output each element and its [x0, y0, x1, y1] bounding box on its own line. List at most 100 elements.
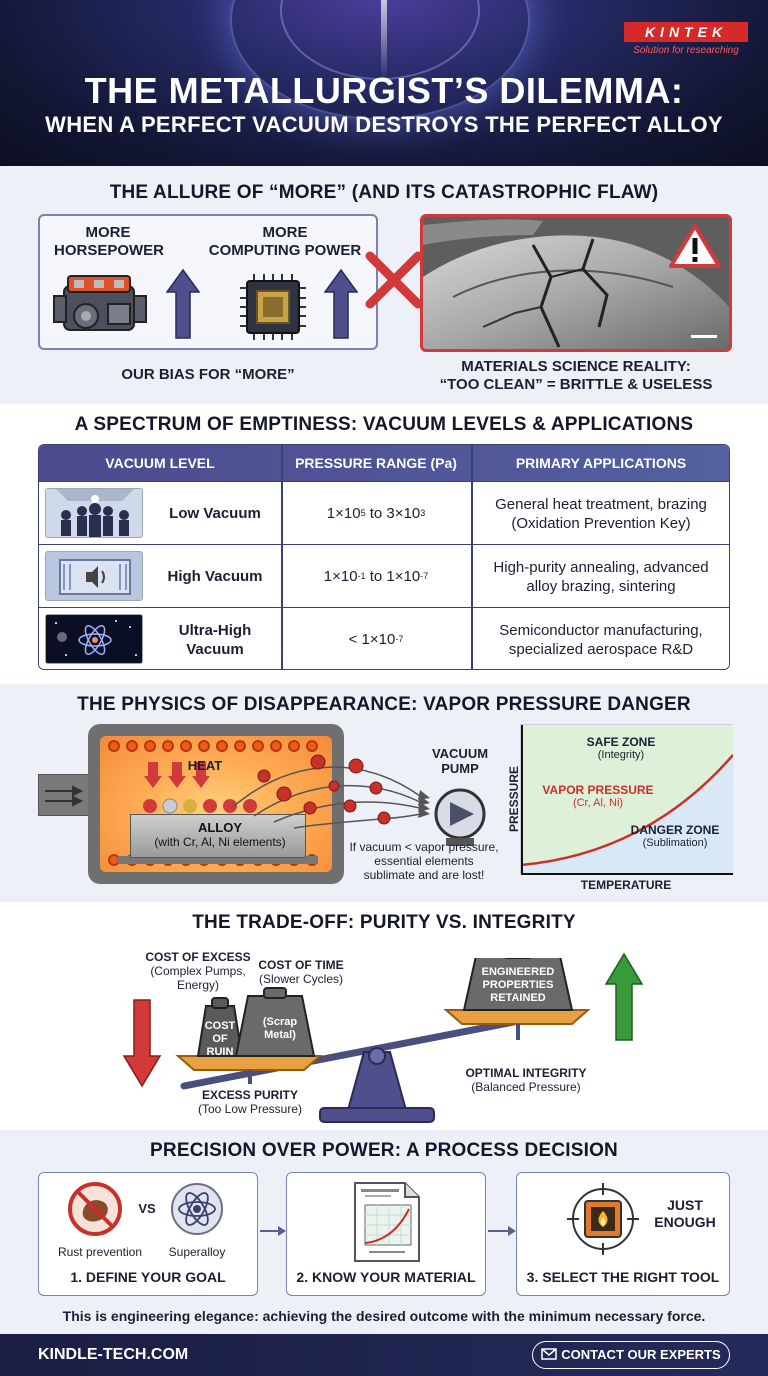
heating-element — [234, 740, 246, 752]
website-link[interactable]: KINDLE-TECH.COM — [38, 1346, 189, 1363]
heating-element — [306, 740, 318, 752]
just-enough-line: ENOUGH — [654, 1214, 716, 1230]
more-horsepower-label: MORE HORSEPOWER — [54, 224, 164, 260]
no-rust-icon — [68, 1182, 122, 1236]
level-line: Vacuum — [186, 640, 244, 658]
up-arrow-icon — [166, 268, 200, 339]
targeted-furnace-icon — [567, 1183, 639, 1255]
application-high: High-purity annealing, advanced alloy br… — [471, 545, 729, 608]
vacuum-level-low: Low Vacuum — [169, 505, 261, 522]
graph-ylabel: PRESSURE — [507, 765, 521, 833]
col-vacuum-level: VACUUM LEVEL — [105, 455, 215, 471]
vacuum-level-high: High Vacuum — [167, 568, 263, 585]
pressure-ultra: < 1×10-7 — [281, 608, 471, 669]
vacuum-pump-icon — [434, 788, 486, 846]
superalloy-label: Superalloy — [168, 1245, 226, 1259]
just-enough-label: JUST ENOUGH — [647, 1197, 723, 1231]
atom-space-icon — [45, 614, 143, 664]
vapor-pressure-sublabel: (Cr, Al, Ni) — [572, 797, 624, 809]
contact-experts-label: CONTACT OUR EXPERTS — [561, 1347, 721, 1362]
page-title: THE METALLURGIST’S DILEMMA: — [84, 70, 684, 111]
cost-ruin-weight: COST OF RUIN — [198, 1020, 242, 1059]
pressure-text: to 1×10 — [365, 568, 421, 585]
pump-label-line: VACUUM — [431, 746, 489, 761]
vacuum-levels-table: VACUUM LEVEL PRESSURE RANGE (Pa) PRIMARY… — [38, 444, 730, 670]
heating-element — [216, 740, 228, 752]
tagline: This is engineering elegance: achieving … — [62, 1308, 706, 1324]
scrap-metal-weight: (Scrap Metal) — [250, 1016, 310, 1042]
excess-purity-label: EXCESS PURITY — [201, 1088, 299, 1102]
engineered-properties-weight: ENGINEERED PROPERTIES RETAINED — [476, 966, 560, 1005]
table-row: Ultra-High Vacuum < 1×10-7 Semiconductor… — [39, 607, 729, 669]
heat-label: HEAT — [187, 758, 223, 773]
vapor-pressure-label: VAPOR PRESSURE — [542, 783, 654, 797]
vapor-note: If vacuum < vapor pressure, essential el… — [332, 840, 516, 882]
reality-caption-line2: “TOO CLEAN” = BRITTLE & USELESS — [439, 376, 713, 393]
step-know-material: 2. KNOW YOUR MATERIAL — [286, 1172, 486, 1296]
zone-chart — [520, 725, 734, 875]
heating-element — [198, 740, 210, 752]
vapor-pressure-graph: SAFE ZONE (Integrity) VAPOR PRESSURE (Cr… — [520, 724, 734, 875]
application-line: specialized aerospace R&D — [508, 640, 694, 658]
application-line: Semiconductor manufacturing, — [499, 621, 703, 639]
cost-time-sublabel: (Slower Cycles) — [258, 972, 343, 986]
table-header: VACUUM LEVEL PRESSURE RANGE (Pa) PRIMARY… — [39, 445, 729, 481]
furnace-interior — [100, 736, 332, 872]
excess-purity-sublabel: (Too Low Pressure) — [197, 1102, 303, 1116]
danger-zone-sublabel: (Sublimation) — [642, 837, 708, 849]
step-arrow-icon — [260, 1226, 286, 1236]
cost-excess-sublabel2: Energy) — [176, 978, 220, 992]
exponent: -7 — [420, 571, 429, 581]
weight-text: (Scrap — [262, 1016, 298, 1028]
contact-experts-button[interactable]: CONTACT OUR EXPERTS — [532, 1341, 730, 1369]
more-panel: MORE HORSEPOWER MORE COMPUTING POWER — [38, 214, 378, 350]
energy-beam — [381, 0, 387, 80]
heating-element — [108, 740, 120, 752]
furnace-inlet — [38, 774, 90, 816]
physics-section: THE PHYSICS OF DISAPPEARANCE: VAPOR PRES… — [0, 684, 768, 902]
weight-text: RETAINED — [490, 992, 546, 1004]
column-divider — [471, 445, 473, 669]
pressure-text: 1×10 — [326, 505, 361, 522]
application-ultra: Semiconductor manufacturing, specialized… — [471, 608, 729, 669]
up-arrow-green-icon — [604, 952, 644, 1041]
note-line: If vacuum < vapor pressure, — [349, 840, 499, 854]
more-label-line: MORE — [262, 224, 308, 241]
more-label-line: MORE — [85, 224, 131, 241]
exponent: -7 — [395, 634, 404, 644]
step2-title: 2. KNOW YOUR MATERIAL — [296, 1269, 476, 1285]
application-line: alloy brazing, sintering — [526, 577, 676, 595]
cost-excess-label: COST OF EXCESS — [145, 950, 251, 964]
more-computing-label: MORE COMPUTING POWER — [200, 224, 370, 260]
graph-xlabel: TEMPERATURE — [580, 878, 672, 892]
kintek-logo[interactable]: KINTEK Solution for researching — [624, 22, 748, 58]
weight-text: OF RUIN — [206, 1033, 234, 1058]
sublimation-flow — [233, 754, 430, 829]
step-select-tool: JUST ENOUGH 3. SELECT THE RIGHT TOOL — [516, 1172, 730, 1296]
just-enough-line: JUST — [667, 1197, 703, 1213]
pressure-text: 1×10 — [323, 568, 358, 585]
heating-element — [126, 740, 138, 752]
application-line: High-purity annealing, advanced — [493, 558, 709, 576]
pump-label: VACUUM PUMP — [418, 746, 502, 776]
application-line: General heat treatment, brazing — [495, 495, 707, 513]
application-line: (Oxidation Prevention Key) — [511, 514, 691, 532]
engine-icon — [53, 275, 147, 331]
weight-text: Metal) — [264, 1029, 296, 1041]
allure-heading: THE ALLURE OF “MORE” (AND ITS CATASTROPH… — [109, 182, 659, 203]
alloy-platform — [118, 856, 318, 864]
exponent: 5 — [360, 508, 366, 518]
exponent: -1 — [357, 571, 366, 581]
alloy-label: ALLOY — [197, 820, 243, 835]
table-row: High Vacuum 1×10-1 to 1×10-7 High-purity… — [39, 544, 729, 608]
process-section: PRECISION OVER POWER: A PROCESS DECISION… — [0, 1130, 768, 1334]
inflow-arrows-icon — [45, 785, 84, 807]
application-low: General heat treatment, brazing (Oxidati… — [471, 482, 729, 545]
note-line: sublimate and are lost! — [363, 868, 485, 882]
step1-title: 1. DEFINE YOUR GOAL — [70, 1269, 226, 1285]
more-label-line: COMPUTING POWER — [208, 242, 362, 259]
rust-prevention-label: Rust prevention — [57, 1245, 143, 1259]
tradeoff-section: THE TRADE-OFF: PURITY VS. INTEGRITY COST… — [0, 902, 768, 1130]
heating-element — [162, 740, 174, 752]
